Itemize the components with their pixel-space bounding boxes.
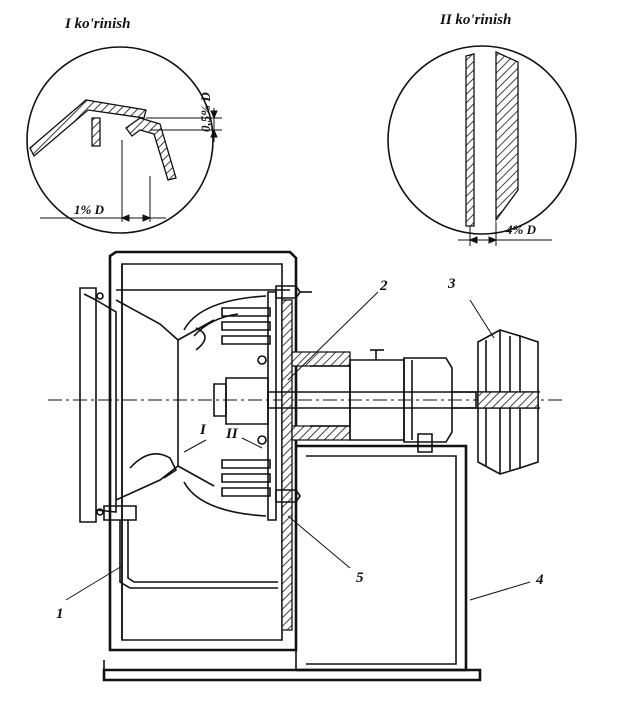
fan-casing: [108, 250, 298, 652]
detail-mark-II: II: [225, 426, 239, 442]
impeller-blades-lower: [221, 459, 271, 497]
inlet-cone: [115, 299, 179, 501]
impeller-hub: [225, 377, 269, 425]
part-label-1: 1: [56, 606, 64, 622]
leader-lines: [65, 291, 531, 601]
casing-wall-section: [465, 53, 475, 227]
detail-view-2-title: II ko'rinish: [439, 12, 511, 28]
base-frame: [102, 668, 482, 682]
part-label-5: 5: [356, 570, 364, 586]
detail-view-1: I ko'rinish 0,5% D 1% D: [26, 16, 222, 234]
support-bracket: [129, 452, 178, 479]
main-assembly: [48, 250, 562, 682]
bearing-housing-bottom: [291, 425, 351, 441]
cone-stiffener-section: [91, 117, 101, 147]
impeller-blades-upper: [221, 307, 271, 345]
impeller-back-disc: [267, 291, 277, 521]
detail-view-1-circle: [26, 46, 214, 234]
part-label-4: 4: [535, 572, 544, 588]
impeller-disc-section: [125, 117, 177, 181]
detail-mark-I: I: [199, 422, 207, 438]
motor-stand: [296, 444, 468, 672]
pulley: [477, 329, 539, 475]
part-label-3: 3: [447, 276, 456, 292]
detail-view-2: II ko'rinish 4% D: [387, 12, 577, 246]
detail-view-1-title: I ko'rinish: [64, 16, 130, 32]
axial-gap-label: 0,5% D: [198, 92, 213, 132]
part-label-2: 2: [379, 278, 388, 294]
inlet-cone-section: [29, 99, 147, 158]
radial-gap-label: 1% D: [74, 202, 105, 217]
bearing-block: [403, 357, 453, 443]
bearing-housing-top: [291, 351, 351, 367]
detail-view-2-circle: [387, 45, 577, 235]
disc-hub-section: [495, 50, 519, 222]
casing-side-wall: [281, 299, 293, 631]
inlet-flange: [79, 287, 97, 523]
shaft-gap-label: 4% D: [505, 222, 537, 237]
